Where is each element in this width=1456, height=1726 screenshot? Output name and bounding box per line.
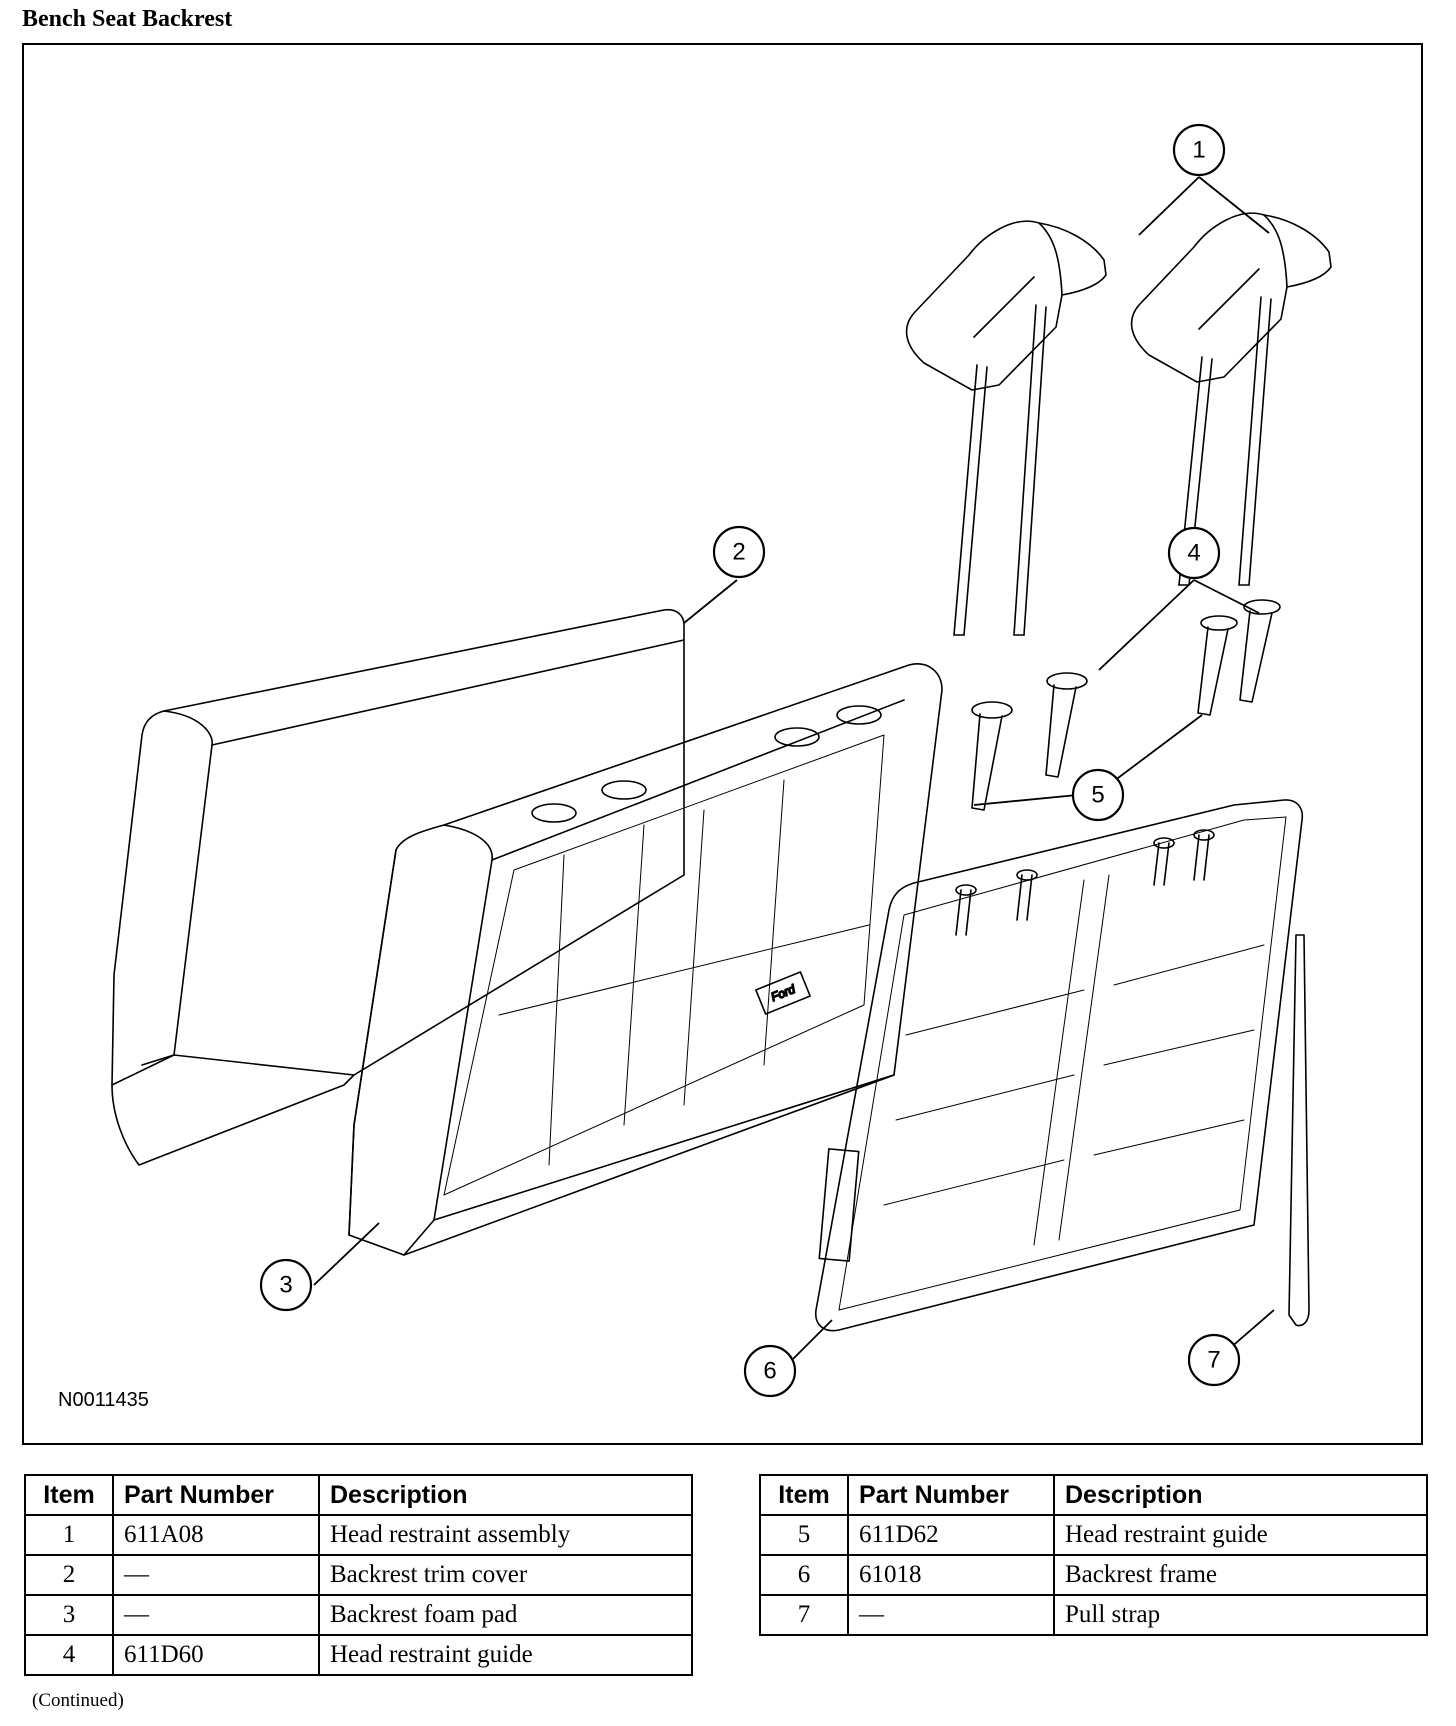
table-row: 2 — Backrest trim cover bbox=[24, 1554, 693, 1596]
callout-1: 1 bbox=[1172, 123, 1226, 177]
col-header-description: Description bbox=[1053, 1474, 1428, 1516]
cell-item: 6 bbox=[759, 1554, 849, 1596]
table-header-row: Item Part Number Description bbox=[24, 1474, 693, 1516]
callout-4: 4 bbox=[1167, 526, 1221, 580]
cell-description: Backrest foam pad bbox=[318, 1594, 693, 1636]
table-row: 6 61018 Backrest frame bbox=[759, 1554, 1428, 1596]
figure-id: N0011435 bbox=[58, 1389, 149, 1411]
parts-table-right: Item Part Number Description 5 611D62 He… bbox=[759, 1474, 1428, 1636]
svg-text:2: 2 bbox=[732, 539, 745, 566]
backrest-frame bbox=[814, 799, 1304, 1332]
cell-item: 3 bbox=[24, 1594, 114, 1636]
page-title: Bench Seat Backrest bbox=[22, 6, 233, 32]
table-row: 4 611D60 Head restraint guide bbox=[24, 1634, 693, 1676]
cell-description: Head restraint assembly bbox=[318, 1514, 693, 1556]
pull-strap bbox=[1288, 934, 1310, 1327]
leader-lines bbox=[313, 176, 1275, 1376]
cell-item: 7 bbox=[759, 1594, 849, 1636]
head-restraint-right bbox=[1130, 212, 1332, 586]
cell-description: Head restraint guide bbox=[318, 1634, 693, 1676]
callout-3: 3 bbox=[259, 1258, 313, 1312]
svg-text:7: 7 bbox=[1207, 1347, 1220, 1374]
cell-description: Backrest frame bbox=[1053, 1554, 1428, 1596]
cell-description: Pull strap bbox=[1053, 1594, 1428, 1636]
callout-2: 2 bbox=[712, 525, 766, 579]
head-restraint-left bbox=[905, 220, 1107, 636]
svg-text:5: 5 bbox=[1091, 782, 1104, 809]
cell-part-number: 611A08 bbox=[112, 1514, 320, 1556]
cell-item: 1 bbox=[24, 1514, 114, 1556]
svg-text:1: 1 bbox=[1192, 137, 1205, 164]
continued-note: (Continued) bbox=[32, 1690, 124, 1711]
svg-text:6: 6 bbox=[763, 1358, 776, 1385]
callout-7: 7 bbox=[1187, 1333, 1241, 1387]
col-header-part-number: Part Number bbox=[847, 1474, 1055, 1516]
col-header-item: Item bbox=[24, 1474, 114, 1516]
cell-part-number: — bbox=[112, 1554, 320, 1596]
foam-pad-badge: Ford bbox=[769, 982, 797, 1004]
table-row: 5 611D62 Head restraint guide bbox=[759, 1514, 1428, 1556]
svg-text:3: 3 bbox=[279, 1272, 292, 1299]
table-header-row: Item Part Number Description bbox=[759, 1474, 1428, 1516]
exploded-view-drawing: Ford bbox=[111, 123, 1332, 1398]
col-header-part-number: Part Number bbox=[112, 1474, 320, 1516]
exploded-view-figure: Ford bbox=[22, 43, 1423, 1445]
cell-part-number: — bbox=[847, 1594, 1055, 1636]
parts-table-left: Item Part Number Description 1 611A08 He… bbox=[24, 1474, 693, 1676]
callout-5: 5 bbox=[1071, 768, 1125, 822]
table-row: 1 611A08 Head restraint assembly bbox=[24, 1514, 693, 1556]
col-header-description: Description bbox=[318, 1474, 693, 1516]
backrest-trim-cover bbox=[111, 608, 685, 1166]
callout-6: 6 bbox=[743, 1344, 797, 1398]
table-row: 3 — Backrest foam pad bbox=[24, 1594, 693, 1636]
cell-item: 4 bbox=[24, 1634, 114, 1676]
col-header-item: Item bbox=[759, 1474, 849, 1516]
cell-part-number: 611D62 bbox=[847, 1514, 1055, 1556]
cell-part-number: 611D60 bbox=[112, 1634, 320, 1676]
cell-item: 2 bbox=[24, 1554, 114, 1596]
cell-description: Backrest trim cover bbox=[318, 1554, 693, 1596]
cell-part-number: 61018 bbox=[847, 1554, 1055, 1596]
cell-description: Head restraint guide bbox=[1053, 1514, 1428, 1556]
backrest-foam-pad: Ford bbox=[348, 663, 943, 1256]
cell-item: 5 bbox=[759, 1514, 849, 1556]
svg-text:4: 4 bbox=[1187, 540, 1200, 567]
table-row: 7 — Pull strap bbox=[759, 1594, 1428, 1636]
head-restraint-guides bbox=[971, 599, 1281, 811]
cell-part-number: — bbox=[112, 1594, 320, 1636]
